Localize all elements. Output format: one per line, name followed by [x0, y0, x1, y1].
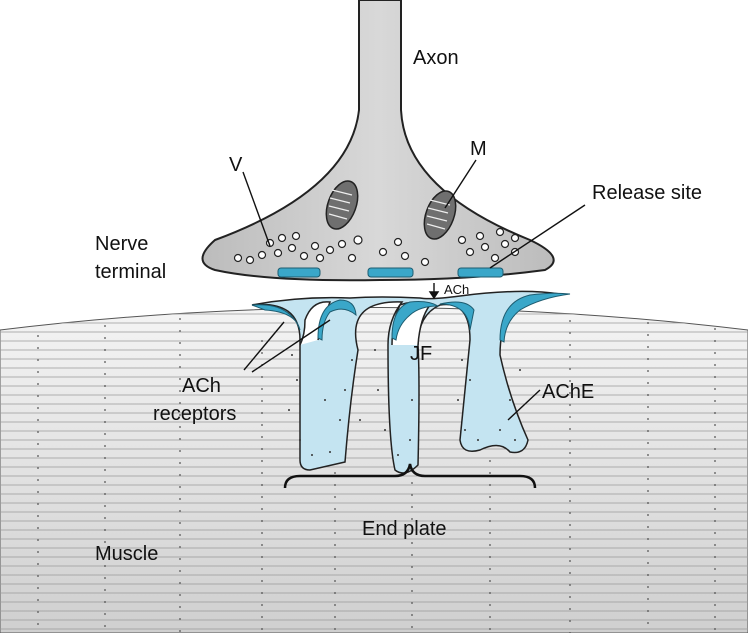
- label-mitochondria: M: [470, 138, 487, 160]
- label-release-site: Release site: [592, 182, 702, 204]
- muscle-fiber: [0, 280, 748, 633]
- label-ach: ACh: [444, 282, 469, 297]
- label-ach-receptors-line1: ACh: [182, 375, 221, 397]
- nerve-terminal: [203, 0, 554, 280]
- release-sites: [278, 268, 503, 277]
- label-muscle: Muscle: [95, 543, 158, 565]
- label-ach-receptors-line2: receptors: [153, 403, 236, 425]
- label-end-plate: End plate: [362, 518, 447, 540]
- label-axon: Axon: [413, 47, 459, 69]
- label-ache: AChE: [542, 381, 594, 403]
- label-nerve-terminal-line1: Nerve: [95, 233, 148, 255]
- label-junctional-fold: JF: [410, 343, 432, 365]
- label-nerve-terminal-line2: terminal: [95, 261, 166, 283]
- ach-arrow: [430, 283, 438, 298]
- label-vesicles: V: [229, 154, 243, 176]
